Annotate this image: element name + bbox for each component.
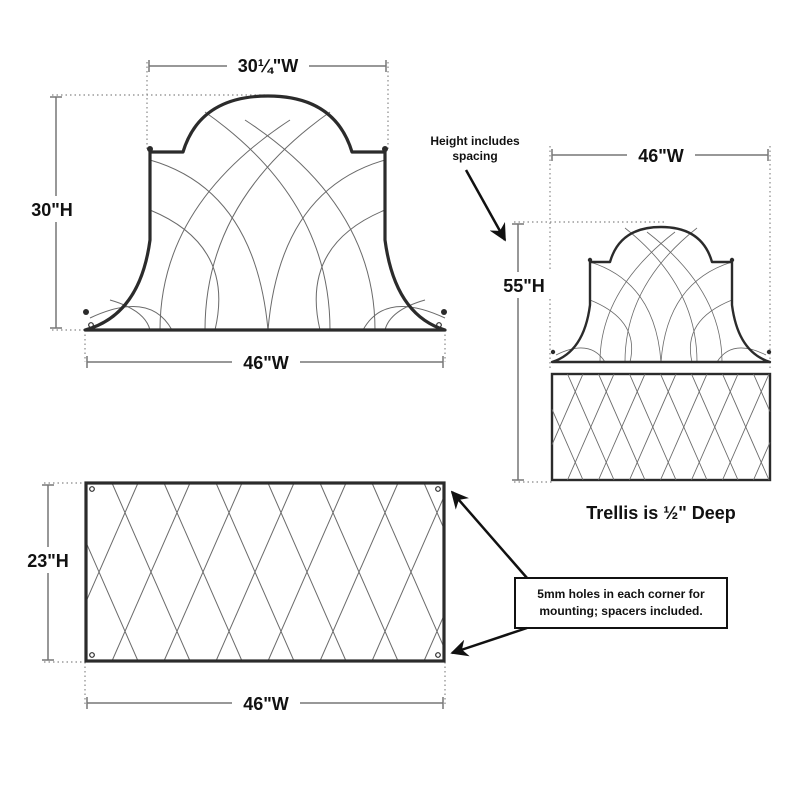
height-note-line2: spacing	[452, 149, 497, 163]
mounting-arrow-top	[450, 490, 528, 579]
mounting-note-box	[514, 577, 728, 629]
top-height-label: 30"H	[31, 200, 73, 220]
bottom-extension-lines	[44, 482, 446, 706]
frame-finials	[83, 146, 447, 315]
small-arch-wires	[555, 227, 767, 363]
top-inner-width-label: 30¼"W	[238, 56, 299, 76]
assembled-width-label: 46"W	[638, 146, 684, 166]
mounting-note-line2: mounting; spacers included.	[539, 604, 702, 618]
top-arched-panel: 30¼"W 30"H 46"W	[22, 52, 447, 375]
assembled-height-label: 55"H	[503, 276, 545, 296]
mounting-note-line1: 5mm holes in each corner for	[537, 587, 705, 601]
lattice-wires	[85, 482, 445, 662]
small-arch-frame	[550, 225, 772, 364]
frame-corner-holes	[88, 322, 442, 328]
assembled-extension-lines	[514, 146, 771, 483]
small-arch-finials	[550, 257, 772, 355]
lattice-frame	[84, 481, 446, 663]
top-width-label: 46"W	[243, 353, 289, 373]
arch-wires	[89, 111, 446, 331]
small-lattice-wires	[551, 373, 771, 481]
corner-holes	[89, 486, 441, 658]
mounting-arrow-bottom	[450, 626, 528, 657]
height-note-line1: Height includes	[430, 134, 520, 148]
depth-label: Trellis is ½" Deep	[586, 503, 736, 523]
arch-frame	[83, 94, 447, 332]
height-note-arrow	[464, 169, 507, 242]
extension-lines	[52, 62, 446, 362]
small-lattice-frame	[550, 372, 772, 482]
assembled-trellis: Height includes spacing 46"W 55"H	[430, 134, 772, 483]
bottom-width-label: 46"W	[243, 694, 289, 714]
bottom-lattice-panel: 23"H 46"W 5mm holes in each corner for m…	[18, 481, 728, 716]
bottom-height-label: 23"H	[27, 551, 69, 571]
